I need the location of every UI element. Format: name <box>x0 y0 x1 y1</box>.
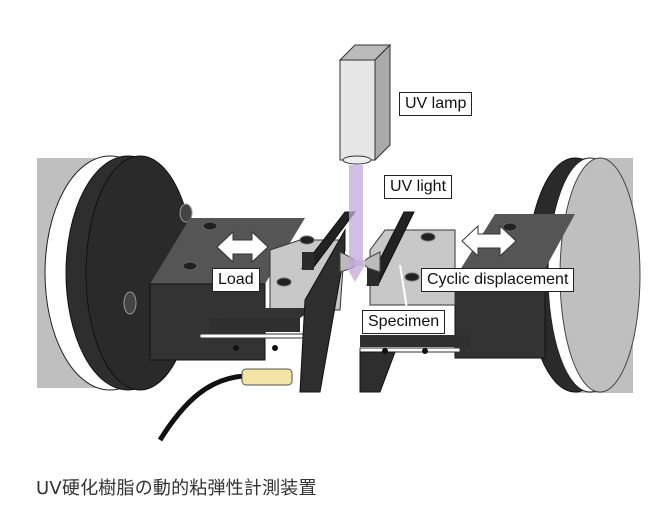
specimen-pointer <box>399 264 408 310</box>
cyclic-displacement-label: Cyclic displacement <box>421 268 575 292</box>
sensor-cable <box>157 373 246 442</box>
left-drum <box>37 155 195 391</box>
figure-caption: UV硬化樹脂の動的粘弾性計測装置 <box>36 478 317 499</box>
load-label: Load <box>212 268 260 292</box>
uv-lamp-label: UV lamp <box>399 92 473 116</box>
specimen-label: Specimen <box>362 310 446 334</box>
uv-lamp <box>338 43 392 165</box>
cable-connector <box>241 368 293 386</box>
apparatus-diagram: UV lamp UV light Load Cyclic displacemen… <box>37 43 641 442</box>
displacement-arrow <box>461 224 517 258</box>
uv-light-beam <box>345 165 365 282</box>
load-arrow <box>216 230 269 264</box>
uv-light-label: UV light <box>384 175 453 199</box>
apparatus-illustration <box>37 43 641 442</box>
